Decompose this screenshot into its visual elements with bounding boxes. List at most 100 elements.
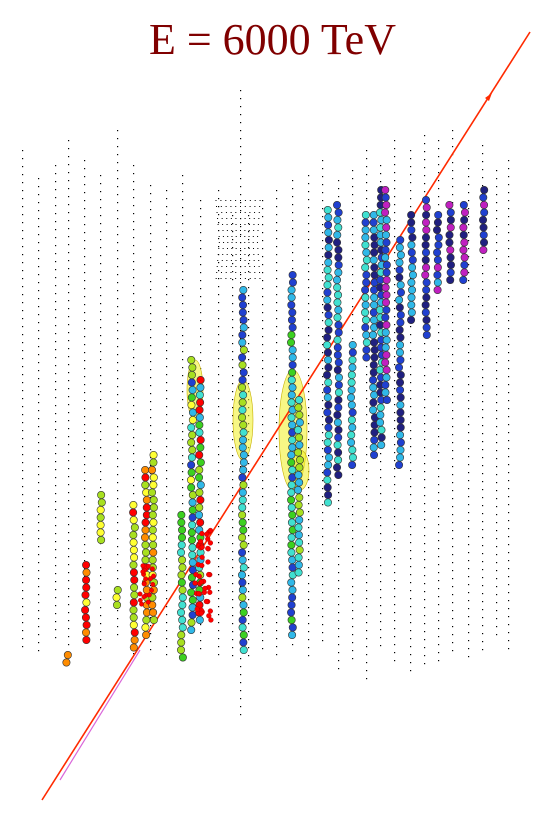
hit-sphere: [141, 533, 150, 542]
dom-dot: [150, 321, 152, 323]
dom-dot: [100, 639, 102, 641]
dom-dot: [496, 554, 498, 556]
hit-sphere: [369, 375, 378, 384]
dom-dot: [220, 278, 222, 279]
hit-sphere: [324, 251, 333, 260]
dom-dot: [366, 390, 368, 392]
dom-dot: [68, 148, 70, 150]
dom-dot: [150, 441, 152, 443]
dom-dot: [508, 360, 510, 362]
hit-sphere: [348, 348, 357, 357]
dom-dot: [394, 636, 396, 638]
hit-sphere: [239, 525, 248, 534]
dom-dot: [68, 580, 70, 582]
dom-dot: [338, 620, 340, 622]
dom-dot: [366, 566, 368, 568]
hit-sphere: [348, 355, 357, 364]
hit-sphere: [97, 498, 106, 507]
dom-dot: [22, 646, 24, 648]
dom-dot: [182, 231, 184, 233]
hit-sphere: [381, 343, 390, 352]
dom-dot: [262, 592, 264, 594]
muon-track: [41, 31, 531, 801]
dom-dot: [468, 568, 470, 570]
dom-dot: [232, 479, 234, 481]
dom-dot: [276, 366, 278, 368]
dom-dot: [508, 160, 510, 162]
dom-dot: [496, 522, 498, 524]
dom-dot: [182, 303, 184, 305]
hit-sphere: [370, 428, 379, 437]
dom-dot: [352, 554, 354, 556]
dom-dot: [240, 258, 242, 260]
dom-dot: [410, 422, 412, 424]
dom-dot: [84, 208, 86, 210]
dom-dot: [438, 428, 440, 430]
hit-sphere: [382, 268, 391, 277]
dom-dot: [508, 200, 510, 202]
dom-dot: [366, 510, 368, 512]
dom-dot: [232, 543, 234, 545]
hit-sphere: [238, 578, 247, 587]
dom-dot: [200, 224, 202, 226]
hit-sphere: [239, 315, 248, 324]
dom-dot: [22, 182, 24, 184]
hit-sphere: [323, 206, 332, 215]
dom-dot: [452, 170, 454, 172]
dom-dot: [200, 256, 202, 258]
hit-sphere: [323, 340, 332, 349]
dom-dot: [468, 472, 470, 474]
dom-dot: [100, 335, 102, 337]
dom-dot: [166, 342, 168, 344]
dom-dot: [100, 431, 102, 433]
hit-sphere: [324, 243, 333, 252]
dom-dot: [322, 200, 324, 202]
dom-dot: [496, 514, 498, 516]
hit-sphere: [395, 363, 404, 372]
dom-dot: [468, 336, 470, 338]
dom-dot: [133, 461, 135, 463]
dom-dot: [200, 272, 202, 274]
hit-sphere: [407, 293, 416, 302]
dom-dot: [253, 224, 255, 225]
dom-dot: [352, 530, 354, 532]
dom-dot: [55, 357, 57, 359]
dom-dot: [262, 312, 264, 314]
dom-dot: [496, 426, 498, 428]
dom-dot: [366, 542, 368, 544]
hit-sphere: [130, 575, 139, 584]
dom-dot: [259, 206, 261, 207]
dom-dot: [394, 212, 396, 214]
dom-dot: [150, 257, 152, 259]
dom-dot: [394, 276, 396, 278]
hit-sphere: [347, 370, 356, 379]
dom-dot: [424, 183, 426, 185]
dom-dot: [452, 586, 454, 588]
dom-dot: [248, 583, 250, 585]
dom-dot: [166, 534, 168, 536]
dom-dot: [424, 567, 426, 569]
dom-dot: [240, 330, 242, 332]
dom-dot: [22, 582, 24, 584]
dom-dot: [248, 311, 250, 313]
dom-dot: [100, 423, 102, 425]
dom-dot: [84, 272, 86, 274]
dom-dot: [308, 575, 310, 577]
dom-dot: [452, 322, 454, 324]
hit-sphere: [195, 488, 204, 497]
dom-dot: [482, 321, 484, 323]
dom-dot: [68, 356, 70, 358]
dom-dot: [100, 439, 102, 441]
dom-dot: [22, 454, 24, 456]
dom-dot: [438, 500, 440, 502]
dom-dot: [380, 605, 382, 607]
dom-dot: [253, 230, 255, 231]
hit-sphere: [395, 303, 404, 312]
hit-sphere: [196, 480, 205, 489]
dom-dot: [166, 206, 168, 208]
dom-dot: [117, 250, 119, 252]
dom-dot: [249, 260, 251, 261]
hit-sphere: [396, 445, 405, 454]
dom-dot: [117, 354, 119, 356]
dom-dot: [232, 399, 234, 401]
